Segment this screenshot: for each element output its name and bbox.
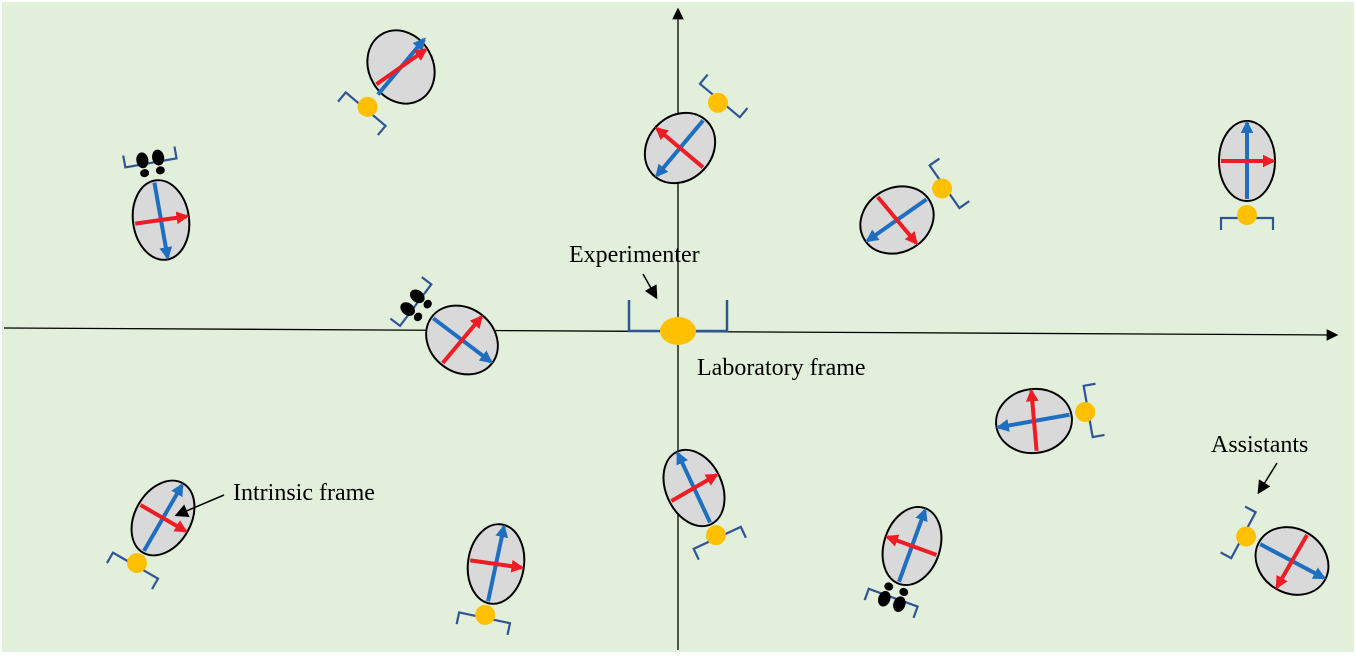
- sample-units: [106, 29, 1330, 636]
- intrinsic-pointer: [174, 494, 225, 517]
- sample-unit: [863, 505, 943, 619]
- red-axis-arrow: [375, 48, 428, 86]
- sample-unit: [1220, 505, 1330, 596]
- footprints-icon: [136, 149, 165, 178]
- red-axis-arrow: [670, 473, 719, 503]
- attachment: [1075, 382, 1105, 439]
- red-axis-arrow: [876, 195, 918, 245]
- sample-unit: [662, 448, 747, 561]
- red-axis-arrow: [1025, 388, 1039, 452]
- attachment: [455, 604, 512, 636]
- experimenter: [627, 300, 729, 345]
- assistant-dot-icon: [932, 178, 953, 199]
- experimenter-label: Experimenter: [569, 242, 700, 268]
- sample-unit: [643, 73, 749, 185]
- sample-unit: [106, 479, 196, 590]
- sample-unit: [122, 146, 191, 261]
- assistants-pointer: [1257, 462, 1278, 495]
- red-axis-arrow: [134, 211, 190, 226]
- assistant-dot-icon: [475, 604, 496, 625]
- assistant-dot-icon: [1237, 205, 1257, 225]
- red-axis-arrow: [469, 558, 525, 573]
- attachment: [1219, 205, 1275, 230]
- attachment: [122, 146, 178, 178]
- attachment: [692, 525, 747, 561]
- assistant-dot-icon: [707, 92, 728, 113]
- assistant-dot-icon: [357, 96, 378, 117]
- bracket-icon: [863, 587, 920, 619]
- experimenter-pointer: [642, 273, 658, 300]
- intrinsic-frame-label: Intrinsic frame: [233, 480, 375, 506]
- sample-unit: [389, 276, 499, 376]
- assistant-dot-icon: [1236, 526, 1257, 547]
- red-axis-arrow: [655, 127, 705, 169]
- sample-unit: [859, 157, 970, 255]
- assistant-dot-icon: [705, 525, 726, 546]
- red-axis-arrow: [885, 534, 938, 557]
- laboratory-frame-label: Laboratory frame: [697, 355, 866, 381]
- annotation-arrows: [174, 273, 1278, 517]
- footprints-icon: [878, 582, 909, 612]
- sample-unit: [1218, 120, 1276, 230]
- red-axis-arrow: [139, 503, 188, 533]
- sample-unit: [455, 523, 526, 636]
- bracket-icon: [122, 146, 178, 169]
- sample-unit: [337, 29, 436, 136]
- assistants-label: Assistants: [1211, 432, 1308, 458]
- red-axis-arrow: [441, 315, 483, 365]
- attachment: [389, 276, 433, 328]
- experimenter-dot-icon: [660, 317, 696, 345]
- attachment: [106, 551, 160, 590]
- footprints-icon: [400, 289, 432, 322]
- attachment: [928, 157, 970, 210]
- attachment: [863, 582, 920, 619]
- assistant-dot-icon: [1075, 401, 1096, 422]
- bracket-icon: [389, 276, 433, 328]
- attachment: [698, 73, 749, 119]
- red-axis-arrow: [1275, 534, 1309, 590]
- assistant-dot-icon: [127, 553, 147, 574]
- sample-unit: [995, 382, 1105, 455]
- attachment: [1220, 505, 1258, 560]
- attachment: [337, 90, 388, 136]
